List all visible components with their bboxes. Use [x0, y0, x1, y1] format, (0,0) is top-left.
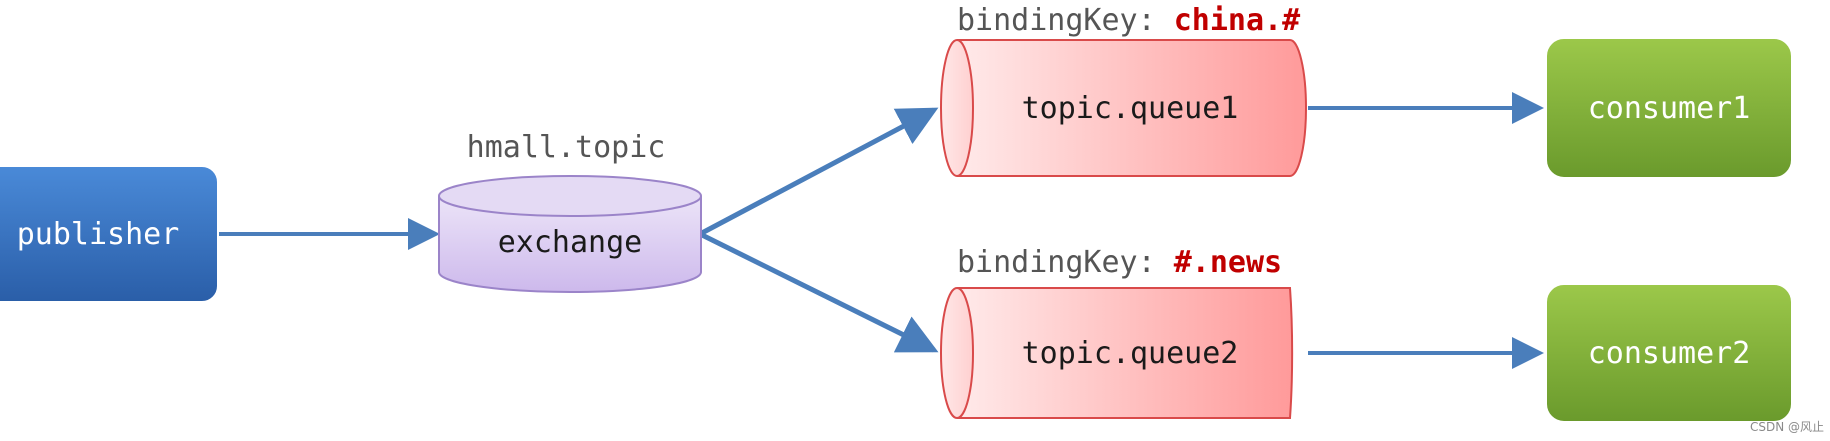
queue2-binding-caption: bindingKey: #.news [957, 245, 1282, 280]
consumer2-label: consumer2 [1588, 336, 1751, 371]
queue2-node: bindingKey: #.news topic.queue2 [940, 245, 1294, 419]
publisher-label: publisher [17, 217, 180, 252]
queue2-binding-prefix: bindingKey: [957, 245, 1174, 280]
arrow-exchange-to-queue2 [698, 231, 939, 353]
queue1-binding-prefix: bindingKey: [957, 3, 1174, 38]
queue2-binding-key: #.news [1174, 245, 1282, 280]
watermark: CSDN @风止 [1750, 420, 1824, 434]
exchange-node: hmall.topic exchange [438, 130, 702, 293]
arrow-exchange-to-queue1 [698, 107, 939, 237]
consumer2-node: consumer2 [1545, 283, 1793, 423]
queue1-node: bindingKey: china.# topic.queue1 [940, 3, 1307, 177]
queue2-label: topic.queue2 [1022, 336, 1239, 371]
consumer1-label: consumer1 [1588, 91, 1751, 126]
exchange-label: exchange [498, 225, 643, 260]
consumer1-node: consumer1 [1545, 37, 1793, 179]
exchange-name: hmall.topic [467, 130, 666, 165]
publisher-node: publisher [0, 165, 219, 303]
queue1-label: topic.queue1 [1022, 91, 1239, 126]
queue1-binding-key: china.# [1174, 3, 1300, 38]
queue1-binding-caption: bindingKey: china.# [957, 3, 1300, 38]
